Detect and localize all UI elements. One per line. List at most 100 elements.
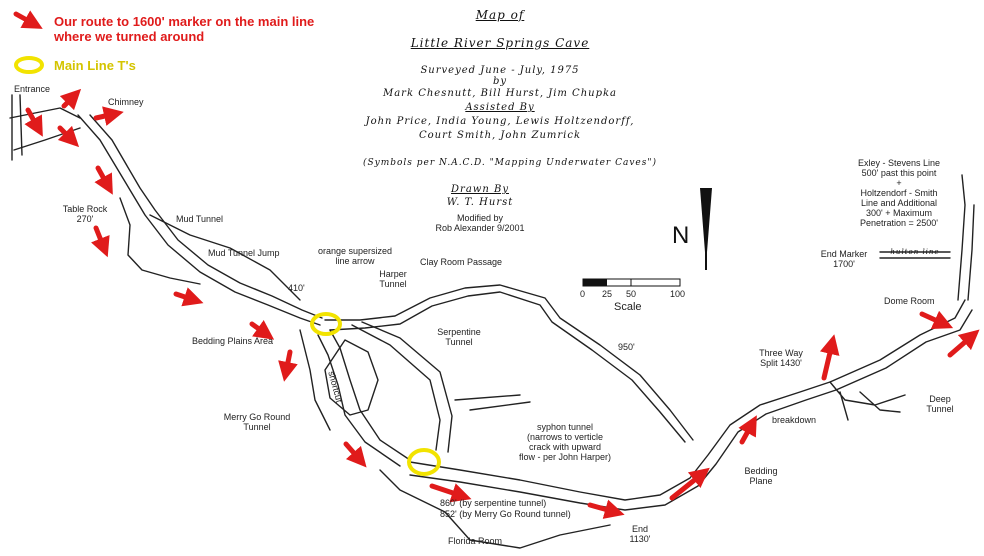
label-syphon-line2: (narrows to verticle: [526, 432, 604, 442]
tee-marker: [407, 448, 441, 476]
label-950: 950': [618, 342, 635, 352]
label-860: 860' (by serpentine tunnel): [440, 498, 547, 508]
drawer: W. T. Hurst: [446, 197, 514, 208]
label-merry-go-round: Merry Go Round Tunnel: [212, 412, 302, 432]
route-arrow: [429, 483, 472, 503]
assisted-by: Assisted By: [465, 102, 535, 113]
label-end-line2: 1130': [629, 534, 651, 544]
label-three-way-split: Three Way Split 1430': [746, 348, 816, 368]
label-serpentine-line2: Tunnel: [445, 337, 473, 347]
label-deep-line1: Deep: [929, 394, 951, 404]
label-harper-line1: Harper: [379, 269, 407, 279]
label-harper-tunnel: Harper Tunnel: [368, 269, 418, 289]
label-merry-line1: Merry Go Round: [223, 412, 291, 422]
label-dome-room: Dome Room: [884, 296, 935, 306]
label-end-marker: End Marker 1700': [814, 249, 874, 269]
label-syphon-line1: syphon tunnel: [536, 422, 594, 432]
label-exley-stevens: Exley - Stevens Line 500' past this poin…: [838, 158, 960, 228]
label-orange-arrow-line2: line arrow: [335, 256, 375, 266]
label-serpentine-tunnel: Serpentine Tunnel: [424, 327, 494, 347]
tee-legend-marker: [14, 56, 44, 74]
main-line-tees: [14, 56, 441, 476]
label-exley-line3: +: [896, 178, 902, 188]
label-bedding-line2: Plane: [749, 476, 773, 486]
label-exley-line5: Line and Additional: [860, 198, 938, 208]
label-orange-arrow: orange supersized line arrow: [305, 246, 405, 266]
scale-label: Scale: [614, 301, 642, 313]
label-breakdown: breakdown: [772, 415, 817, 425]
route-arrow: [24, 107, 43, 137]
surveyed-by: by: [492, 76, 508, 87]
label-bedding-plane: Bedding Plane: [736, 466, 786, 486]
route-arrow: [738, 415, 757, 445]
modified-by-name: Rob Alexander 9/2001: [435, 223, 525, 233]
label-exley-line4: Holtzendorf - Smith: [860, 188, 938, 198]
drawn-by: Drawn By: [451, 184, 509, 195]
route-legend-arrow: [13, 10, 43, 29]
label-mud-tunnel: Mud Tunnel: [176, 214, 224, 224]
map-title-1: Map of: [475, 8, 525, 22]
label-exley-line7: Penetration = 2500': [859, 218, 939, 228]
label-orange-arrow-line1: orange supersized: [317, 246, 393, 256]
modified-by: Modified by: [456, 213, 504, 223]
label-end-line1: End: [631, 524, 648, 534]
label-end-marker-line2: 1700': [833, 259, 855, 269]
label-harper-line2: Tunnel: [379, 279, 407, 289]
label-end: End 1130': [620, 524, 660, 544]
label-hulton-line: hulton line: [890, 248, 940, 256]
label-table-rock: Table Rock 270': [50, 204, 120, 224]
surveyors: Mark Chesnutt, Bill Hurst, Jim Chupka: [382, 88, 618, 99]
label-mud-tunnel-jump: Mud Tunnel Jump: [208, 248, 280, 258]
label-exley-line6: 300' + Maximum: [866, 208, 932, 218]
route-arrow: [57, 125, 80, 148]
route-arrow: [819, 334, 840, 381]
label-clay-room: Clay Room Passage: [420, 257, 503, 267]
label-three-way-line2: Split 1430': [760, 358, 802, 368]
route-arrow: [59, 88, 82, 111]
tee-marker: [310, 312, 342, 336]
route-arrow: [93, 106, 124, 126]
assistants-1: John Price, India Young, Lewis Holtzendo…: [365, 116, 635, 127]
label-end-marker-line1: End Marker: [820, 249, 868, 259]
route-arrow: [947, 329, 980, 358]
route-arrow: [669, 467, 710, 501]
legend-route-line2: where we turned around: [54, 29, 205, 44]
north-arrow: [700, 188, 712, 270]
scale-tick-50: 50: [626, 289, 637, 299]
label-deep-line2: Tunnel: [926, 404, 954, 414]
assistants-2: Court Smith, John Zumrick: [418, 130, 582, 141]
symbols-note: (Symbols per N.A.C.D. "Mapping Underwate…: [362, 158, 658, 168]
scale-tick-25: 25: [602, 289, 613, 299]
route-arrow: [249, 320, 275, 340]
label-852: 852' (by Merry Go Round tunnel): [440, 509, 571, 519]
label-serpentine-line1: Serpentine: [437, 327, 481, 337]
label-exley-line1: Exley - Stevens Line: [857, 158, 941, 168]
label-three-way-line1: Three Way: [759, 348, 803, 358]
label-bedding-plains: Bedding Plains Area: [192, 336, 274, 346]
route-arrow: [343, 441, 367, 468]
route-arrow: [94, 165, 113, 195]
route-arrows: [13, 10, 980, 519]
route-arrow: [173, 287, 204, 307]
label-chimney: Chimney: [108, 97, 144, 107]
cave-passages: [9, 94, 975, 549]
surveyed: Surveyed June - July, 1975: [420, 65, 580, 76]
legend-route-line1: Our route to 1600' marker on the main li…: [54, 14, 315, 29]
label-florida-room: Florida Room: [448, 536, 503, 546]
label-merry-line2: Tunnel: [243, 422, 271, 432]
label-entrance: Entrance: [14, 84, 51, 94]
label-syphon-line3: crack with upward: [528, 442, 602, 452]
legend-route: Our route to 1600' marker on the main li…: [54, 14, 314, 44]
label-deep-tunnel: Deep Tunnel: [910, 394, 970, 414]
label-bedding-line1: Bedding: [744, 466, 778, 476]
route-arrow: [278, 349, 298, 382]
label-table-rock-depth: 270': [76, 214, 94, 224]
route-arrow: [587, 499, 625, 519]
scale-tick-100: 100: [670, 289, 686, 299]
label-410: 410': [288, 283, 305, 293]
scale-tick-0: 0: [580, 289, 586, 299]
north-label: N: [672, 222, 690, 249]
map-title-2: Little River Springs Cave: [410, 36, 590, 50]
